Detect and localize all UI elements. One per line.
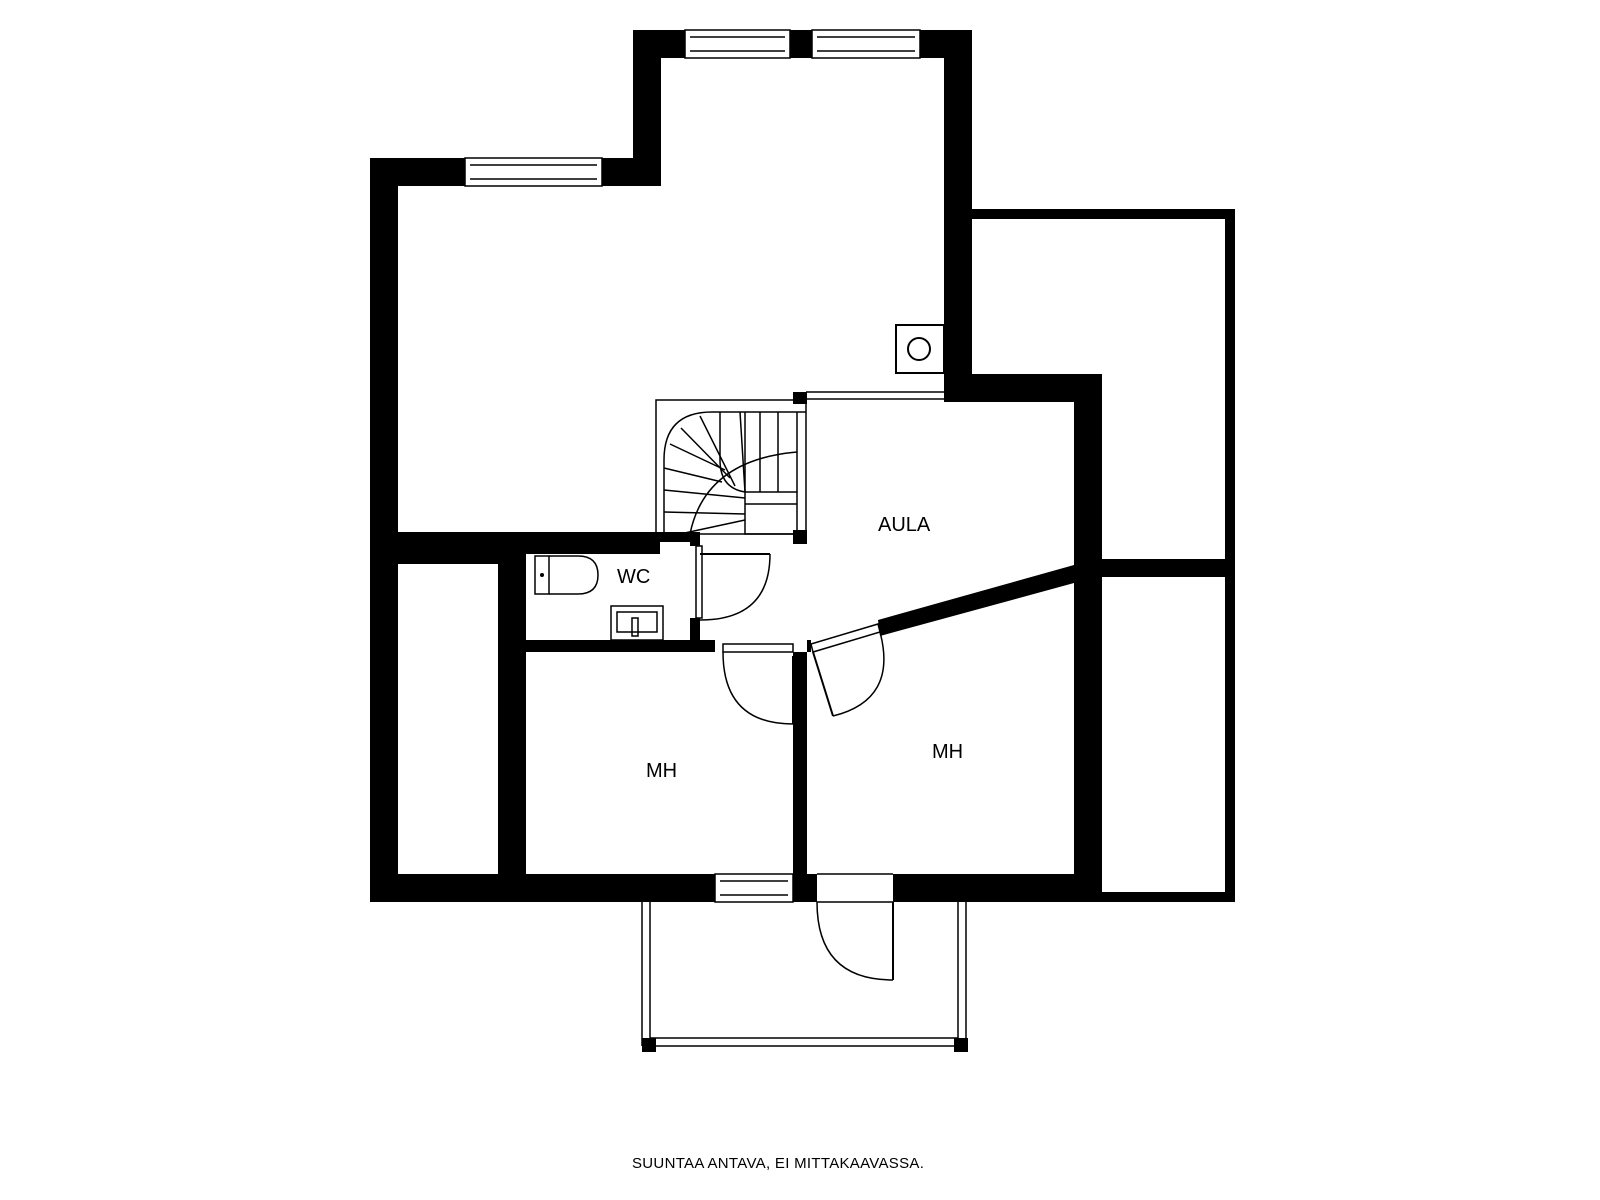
balcony: [641, 902, 968, 1052]
room-label-mh-left: MH: [646, 760, 677, 782]
right-storage: [972, 209, 1235, 902]
interior-walls: [398, 392, 1074, 874]
staircase: [655, 391, 944, 535]
doors: [695, 545, 894, 981]
exterior-walls: [370, 30, 1102, 902]
room-label-mh-right: MH: [932, 741, 963, 763]
sink-icon: [610, 605, 664, 641]
disclaimer-text: SUUNTAA ANTAVA, EI MITTAKAAVASSA.: [632, 1155, 924, 1172]
wc-fixtures: [534, 555, 664, 641]
toilet-icon: [534, 555, 599, 595]
left-storage: [398, 554, 498, 902]
room-label-aula: AULA: [878, 514, 931, 536]
room-label-wc: WC: [617, 566, 650, 588]
chimney: [895, 324, 945, 374]
windows: [464, 29, 921, 903]
